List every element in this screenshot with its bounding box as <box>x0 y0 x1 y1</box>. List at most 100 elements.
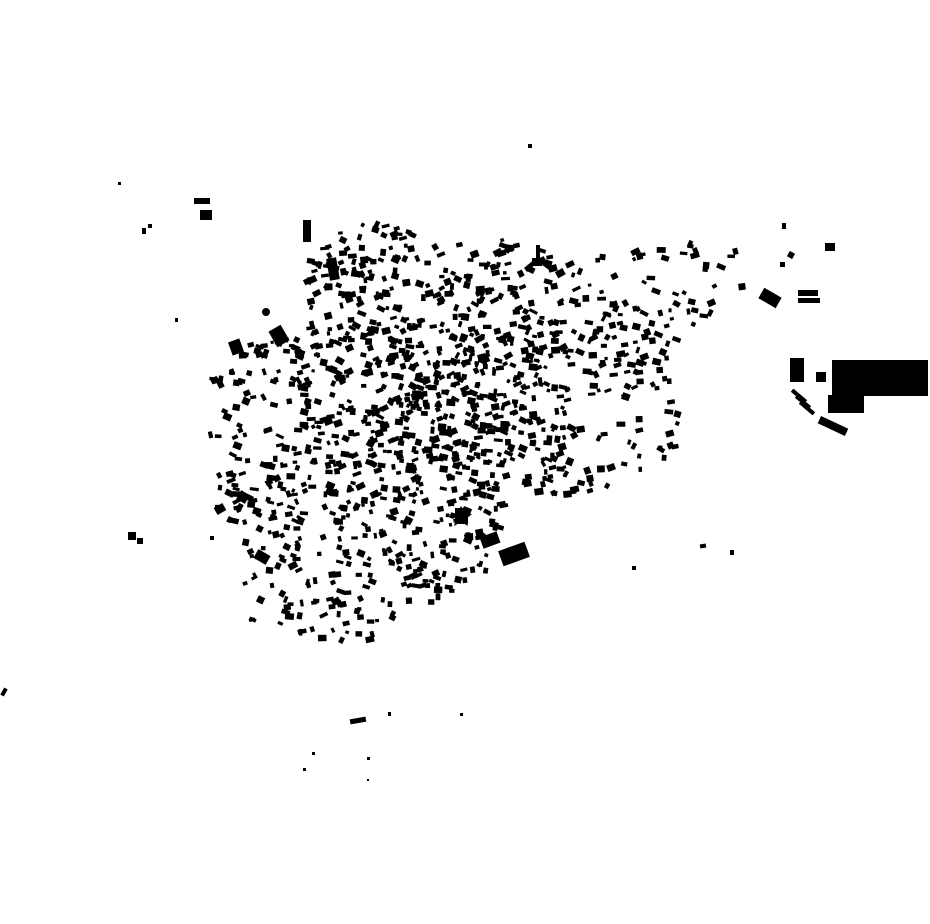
building <box>253 549 271 565</box>
building <box>651 357 662 366</box>
building <box>175 318 178 322</box>
building <box>288 381 296 387</box>
building <box>372 355 380 362</box>
building <box>329 391 336 398</box>
building <box>540 456 546 463</box>
building <box>666 399 676 405</box>
building <box>302 380 313 387</box>
building <box>389 286 395 292</box>
building <box>405 466 414 474</box>
building <box>544 286 549 295</box>
building <box>412 469 417 474</box>
building <box>345 406 353 413</box>
building <box>464 411 472 417</box>
building <box>301 487 309 495</box>
building <box>539 315 545 320</box>
building <box>451 555 460 563</box>
building <box>255 343 265 350</box>
building <box>631 322 641 331</box>
building <box>335 282 343 289</box>
building <box>299 511 309 516</box>
building <box>499 237 505 243</box>
building <box>360 418 368 425</box>
building <box>798 290 818 296</box>
building <box>348 429 355 437</box>
building <box>377 257 385 263</box>
building <box>648 337 656 345</box>
building <box>249 487 259 492</box>
building <box>611 334 618 341</box>
building <box>360 496 369 504</box>
building <box>623 382 632 391</box>
building <box>391 539 398 545</box>
building <box>304 448 312 455</box>
building <box>482 567 489 574</box>
building <box>408 510 416 517</box>
building <box>461 373 468 380</box>
building <box>370 404 378 410</box>
building <box>463 419 473 427</box>
building <box>570 328 578 335</box>
building <box>686 308 691 315</box>
building <box>656 246 666 253</box>
building <box>489 263 498 271</box>
building <box>478 560 484 568</box>
building <box>496 392 504 397</box>
building <box>588 480 594 487</box>
building <box>446 473 454 481</box>
building <box>617 313 623 317</box>
building <box>367 779 369 781</box>
building <box>268 324 290 348</box>
building <box>400 316 408 324</box>
industrial-building <box>832 360 928 396</box>
building <box>551 384 559 392</box>
building <box>287 560 299 571</box>
building <box>401 553 407 558</box>
building <box>469 249 480 259</box>
building <box>448 522 453 527</box>
building <box>308 484 317 489</box>
building <box>326 331 331 336</box>
building <box>431 569 441 578</box>
building <box>337 525 345 532</box>
building <box>517 451 526 460</box>
building <box>418 559 428 569</box>
building <box>366 344 374 352</box>
building <box>242 389 252 398</box>
building <box>271 530 280 539</box>
building <box>656 366 664 374</box>
building <box>434 406 441 413</box>
building <box>668 308 672 313</box>
building <box>340 450 350 458</box>
building <box>623 369 631 375</box>
building <box>234 456 243 462</box>
building <box>376 321 382 327</box>
building <box>277 481 284 489</box>
building <box>377 292 385 300</box>
building <box>222 412 233 422</box>
building <box>566 423 577 433</box>
building <box>330 596 342 607</box>
building <box>321 503 329 511</box>
building <box>264 478 274 487</box>
building <box>381 548 386 552</box>
building <box>307 474 312 481</box>
building <box>274 561 282 571</box>
building <box>294 545 301 552</box>
building <box>297 535 303 542</box>
building <box>293 498 300 506</box>
building <box>237 377 246 384</box>
building <box>287 602 294 606</box>
building <box>375 361 382 369</box>
building <box>604 387 612 394</box>
building <box>241 396 251 406</box>
building <box>351 266 358 275</box>
building <box>286 504 296 511</box>
building <box>265 496 271 503</box>
building <box>477 505 483 511</box>
building <box>439 274 445 279</box>
building <box>548 464 557 471</box>
building <box>218 375 224 382</box>
building <box>448 332 458 342</box>
building <box>392 496 401 504</box>
